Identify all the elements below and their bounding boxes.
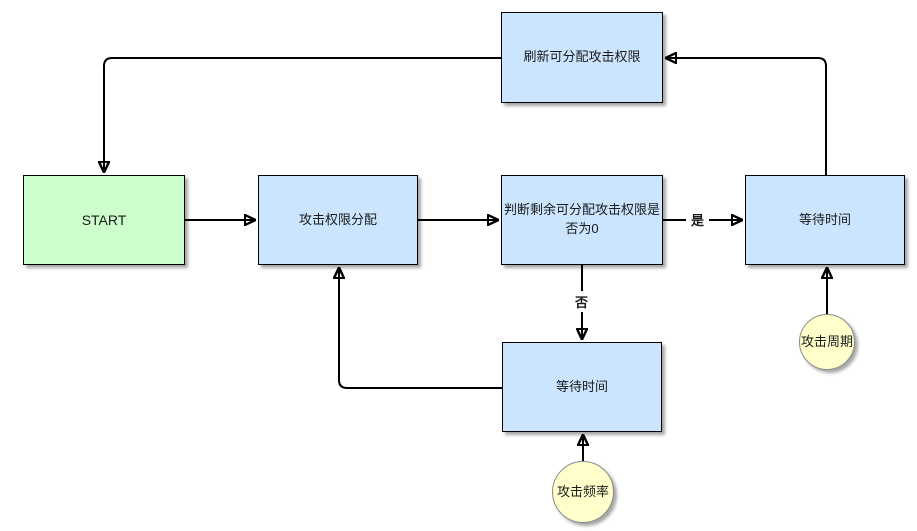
- node-wait-time-cycle: 等待时间: [745, 175, 905, 265]
- node-wait-time-frequency: 等待时间: [502, 342, 662, 432]
- node-start: START: [23, 175, 185, 265]
- node-attack-cycle: 攻击周期: [799, 314, 855, 370]
- node-allocate-permissions: 攻击权限分配: [258, 175, 418, 265]
- edge-label-yes: 是: [686, 209, 710, 230]
- edge-refresh-to-start: [104, 57, 501, 172]
- node-decision-remaining-zero: 判断剩余可分配攻击权限是否为0: [501, 175, 663, 265]
- edge-wait-to-allocate: [339, 268, 502, 389]
- node-refresh-permissions: 刷新可分配攻击权限: [501, 12, 663, 103]
- node-attack-frequency: 攻击频率: [552, 461, 614, 523]
- edge-label-no: 否: [570, 291, 594, 312]
- edge-wait-to-refresh: [666, 58, 827, 175]
